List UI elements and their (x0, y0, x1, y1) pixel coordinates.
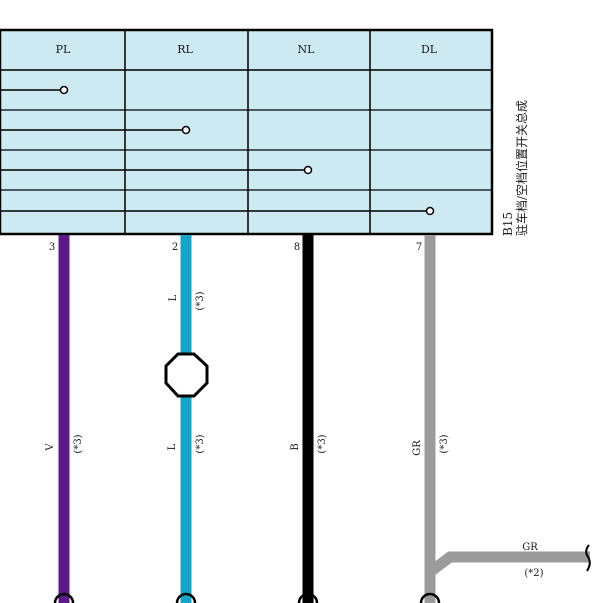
wire-note: (*3) (195, 434, 206, 453)
column-header-dl: DL (421, 43, 438, 56)
pin-number: 2 (172, 242, 178, 253)
terminal-arc (419, 592, 441, 603)
pin-number: 3 (49, 242, 55, 253)
pin-number: 8 (294, 242, 300, 253)
contact-terminal-pl (59, 85, 69, 95)
wire-break-icon (585, 544, 591, 572)
wire-note: (*3) (195, 291, 206, 310)
branch-color-code: GR (522, 542, 538, 553)
wire-color-code: B (290, 443, 301, 450)
wire-color-code: L (168, 294, 179, 301)
pin-number: 7 (416, 242, 422, 253)
wire-gray (424, 235, 590, 583)
wire-note: (*3) (73, 434, 84, 453)
wire-note: (*3) (439, 434, 450, 453)
component-id: B15 (501, 212, 515, 236)
column-header-nl: NL (298, 43, 316, 56)
contact-terminal-nl (303, 165, 313, 175)
branch-note: (*2) (524, 568, 543, 579)
contact-terminal-dl (425, 206, 435, 216)
terminal-arc (297, 592, 319, 603)
column-header-pl: PL (56, 43, 71, 56)
wire-color-code: GR (412, 440, 423, 456)
column-header-rl: RL (177, 43, 193, 56)
terminal-arc (53, 592, 75, 603)
wire-color-code: V (45, 443, 56, 452)
wire-note: (*3) (317, 434, 328, 453)
switch-body (0, 28, 494, 236)
contact-terminal-rl (181, 125, 191, 135)
wire-color-code: L (167, 443, 178, 450)
terminal-arc (175, 592, 197, 603)
component-name: 驻车档/空档位置开关总成 (514, 100, 529, 236)
inline-connector (164, 352, 209, 398)
